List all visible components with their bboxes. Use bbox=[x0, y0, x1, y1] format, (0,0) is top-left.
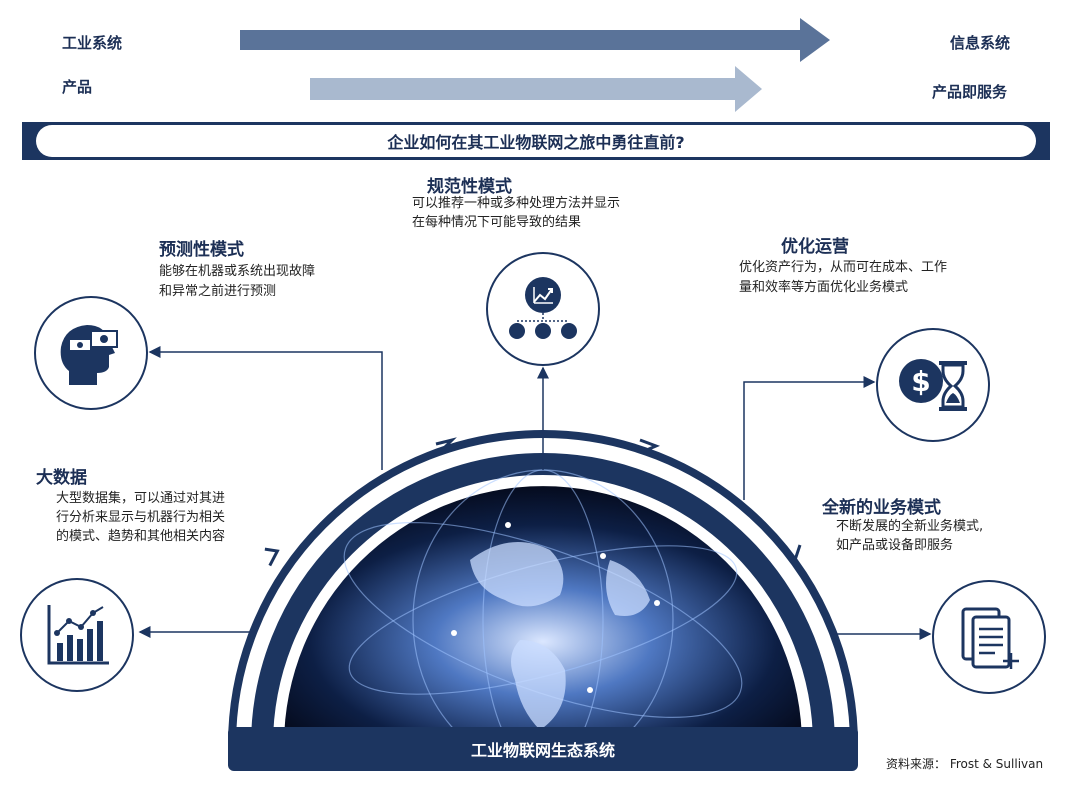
bigdata-desc-2: 行分析来显示与机器行为相关 bbox=[56, 510, 226, 525]
prescriptive-circle bbox=[486, 252, 600, 366]
globe-nodes bbox=[451, 522, 660, 693]
arrow-product-to-service bbox=[310, 66, 762, 112]
connector-optimize bbox=[743, 376, 876, 500]
top-arrows-graphic bbox=[240, 18, 830, 112]
optimize-desc-1: 优化资产行为，从而可在成本、工作 bbox=[739, 260, 948, 275]
optimize-circle: $ bbox=[876, 328, 990, 442]
bigdata-title: 大数据 bbox=[36, 468, 87, 488]
label-industrial-system: 工业系统 bbox=[62, 34, 123, 52]
question-text: 企业如何在其工业物联网之旅中勇往直前? bbox=[36, 125, 1036, 157]
prescriptive-title: 规范性模式 bbox=[427, 177, 512, 197]
bigdata-circle bbox=[20, 578, 134, 692]
predictive-desc-1: 能够在机器或系统出现故障 bbox=[159, 264, 316, 279]
arrow-industrial-to-information bbox=[240, 18, 830, 62]
label-product-as-service: 产品即服务 bbox=[932, 83, 1008, 101]
optimize-title: 优化运营 bbox=[781, 237, 849, 257]
ecosystem-base-bar bbox=[228, 727, 858, 771]
svg-text:$: $ bbox=[911, 365, 930, 398]
globe-image bbox=[284, 486, 802, 745]
newbiz-desc-1: 不断发展的全新业务模式, bbox=[836, 519, 984, 534]
bigdata-desc-3: 的模式、趋势和其他相关内容 bbox=[56, 529, 226, 544]
predictive-circle bbox=[34, 296, 148, 410]
label-information-system: 信息系统 bbox=[950, 34, 1011, 52]
connector-predictive bbox=[148, 346, 383, 470]
head-gear-icon bbox=[60, 325, 118, 385]
newbiz-circle bbox=[932, 580, 1046, 694]
bar-chart-icon bbox=[47, 605, 109, 665]
optimize-desc-2: 量和效率等方面优化业务模式 bbox=[739, 280, 909, 295]
source-note: 资料来源： Frost & Sullivan bbox=[886, 757, 1044, 771]
bigdata-desc-1: 大型数据集，可以通过对其进 bbox=[56, 491, 226, 506]
predictive-title: 预测性模式 bbox=[159, 240, 244, 260]
prescriptive-desc-2: 在每种情况下可能导致的结果 bbox=[412, 215, 582, 230]
prescriptive-chart-icon bbox=[509, 277, 577, 339]
predictive-desc-2: 和异常之前进行预测 bbox=[159, 284, 277, 299]
newbiz-desc-2: 如产品或设备即服务 bbox=[836, 538, 954, 553]
prescriptive-desc-1: 可以推荐一种或多种处理方法并显示 bbox=[412, 196, 621, 211]
ecosystem-label: 工业物联网生态系统 bbox=[470, 741, 615, 760]
globe-continents bbox=[470, 542, 650, 730]
newbiz-title: 全新的业务模式 bbox=[822, 498, 941, 518]
label-product: 产品 bbox=[62, 78, 93, 96]
dollar-hourglass-icon: $ bbox=[899, 359, 967, 411]
document-plus-icon bbox=[961, 607, 1019, 669]
question-banner: 企业如何在其工业物联网之旅中勇往直前? bbox=[22, 122, 1050, 160]
dome-arrow-markers bbox=[264, 437, 802, 567]
